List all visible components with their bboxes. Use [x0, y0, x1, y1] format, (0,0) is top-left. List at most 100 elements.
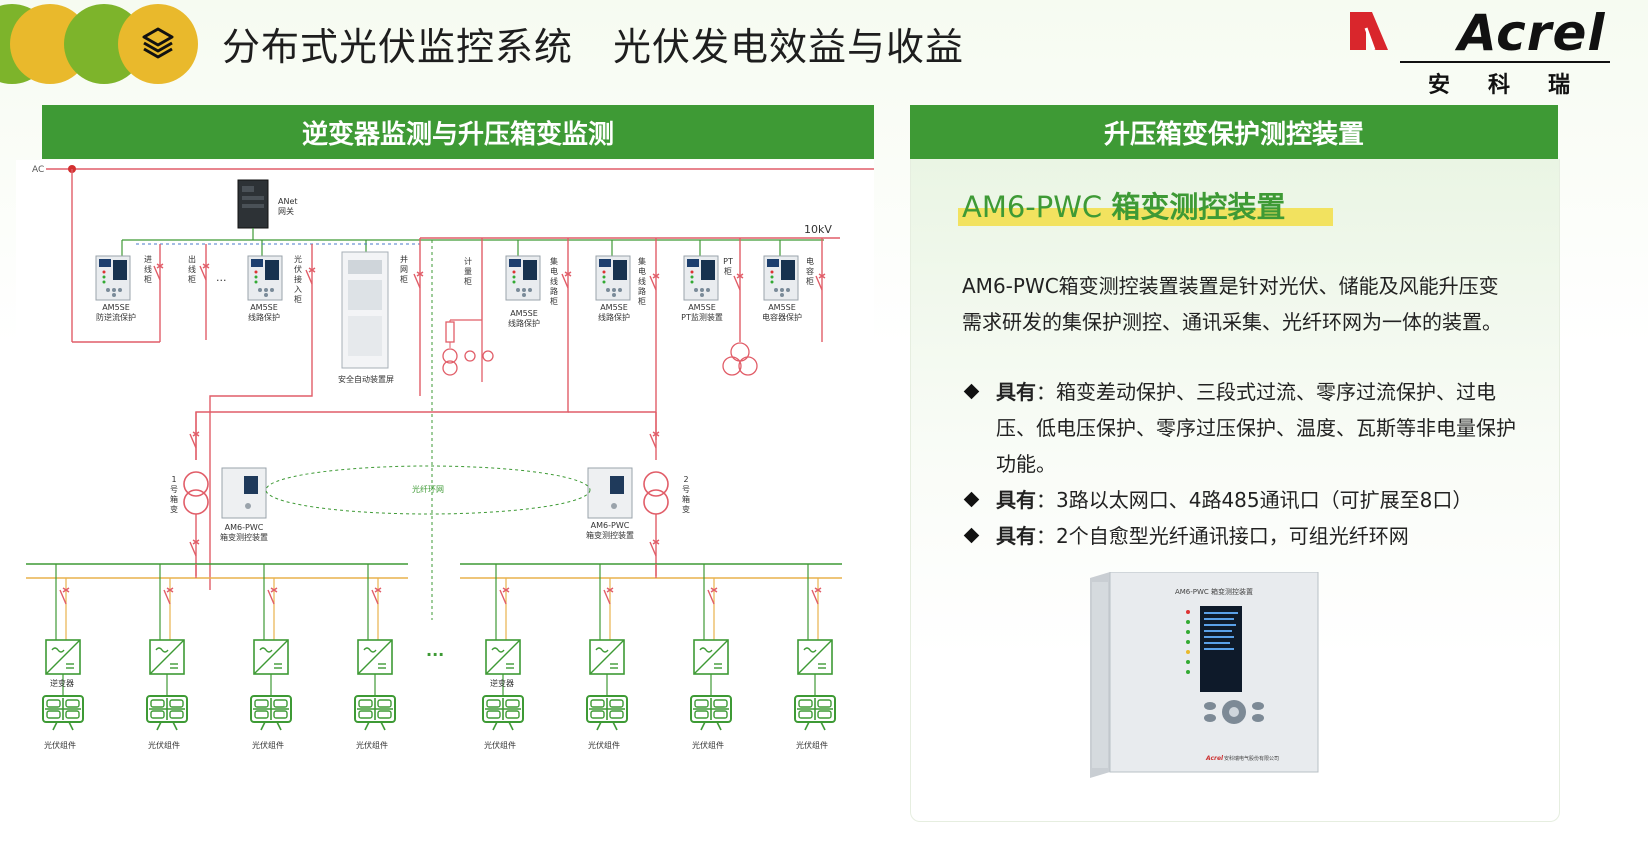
svg-text:柜: 柜 [806, 276, 814, 286]
svg-text:箱: 箱 [682, 494, 690, 504]
svg-text:柜: 柜 [638, 296, 646, 306]
product-code: AM6-PWC [962, 190, 1103, 224]
svg-text:电: 电 [806, 256, 814, 266]
svg-text:AM5SE: AM5SE [250, 303, 278, 312]
svg-text:柜: 柜 [400, 274, 408, 284]
svg-text:柜: 柜 [188, 274, 196, 284]
svg-text:容: 容 [806, 266, 814, 276]
svg-text:线: 线 [638, 276, 646, 286]
am6-device-1 [221, 467, 267, 519]
device-company: 安科瑞电气股份有限公司 [1224, 755, 1279, 762]
svg-text:柜: 柜 [724, 266, 732, 276]
title-part2: 光伏发电效益与收益 [613, 25, 965, 69]
svg-text:变: 变 [682, 504, 690, 514]
svg-text:柜: 柜 [550, 296, 558, 306]
logo-chinese: 安科瑞 [1428, 73, 1609, 98]
product-name: 箱变测控装置 [1111, 190, 1286, 224]
diamond-bullet-icon [963, 383, 980, 400]
svg-text:电: 电 [550, 266, 558, 276]
svg-text:箱: 箱 [170, 494, 178, 504]
svg-text:进: 进 [144, 255, 152, 264]
svg-text:号: 号 [682, 485, 690, 494]
gateway-device [237, 179, 269, 229]
logo-mark-icon [1350, 12, 1388, 51]
svg-text:集: 集 [638, 256, 646, 266]
svg-text:电容器保护: 电容器保护 [762, 312, 802, 322]
svg-text:PT监测装置: PT监测装置 [681, 312, 723, 322]
gateway-label: ANet [278, 197, 298, 206]
branch-ellipsis: ··· [426, 645, 444, 664]
am6-pwc-device-image: AM6-PWC 箱变测控装置 Acrel 安科瑞电气股份有限公司 [1088, 571, 1324, 782]
svg-text:网关: 网关 [278, 206, 294, 216]
svg-text:入: 入 [294, 285, 302, 294]
auto-safety-cabinet [341, 251, 389, 369]
title-part1: 分布式光伏监控系统 [222, 25, 574, 69]
bus-label: 10kV [804, 223, 832, 236]
svg-text:路: 路 [638, 286, 646, 296]
device-brand: Acrel [1205, 755, 1224, 762]
svg-text:箱变测控装置: 箱变测控装置 [586, 530, 634, 540]
svg-text:1: 1 [171, 475, 176, 484]
page-title: 分布式光伏监控系统光伏发电效益与收益 [222, 16, 1004, 71]
feature-item: 具有：2个自愈型光纤通讯接口，可组光纤环网 [962, 518, 1522, 554]
svg-text:网: 网 [400, 265, 408, 274]
svg-text:线: 线 [188, 264, 196, 274]
logo-brand: Acrel [1458, 4, 1606, 62]
relay-4 [595, 255, 631, 301]
feature-list: 具有：箱变差动保护、三段式过流、零序过流保护、过电压、低电压保护、零序过压保护、… [962, 374, 1522, 554]
feature-item: 具有：箱变差动保护、三段式过流、零序过流保护、过电压、低电压保护、零序过压保护、… [962, 374, 1522, 482]
svg-text:AM5SE: AM5SE [600, 303, 628, 312]
svg-text:光伏组件: 光伏组件 [484, 740, 516, 750]
svg-text:光伏组件: 光伏组件 [252, 740, 284, 750]
svg-text:变: 变 [170, 504, 178, 514]
layers-icon [142, 27, 174, 59]
left-panel-header: 逆变器监测与升压箱变监测 [42, 105, 874, 159]
svg-text:量: 量 [464, 267, 472, 276]
svg-text:线: 线 [144, 264, 152, 274]
svg-text:路: 路 [550, 286, 558, 296]
svg-text:AM5SE: AM5SE [102, 303, 130, 312]
product-title: AM6-PWC 箱变测控装置 [962, 184, 1285, 226]
svg-text:2: 2 [683, 475, 688, 484]
svg-text:伏: 伏 [294, 264, 302, 274]
svg-text:AM6-PWC: AM6-PWC [591, 521, 630, 530]
fiber-ring-label: 光纤环网 [412, 484, 444, 494]
product-title-highlight [958, 208, 1333, 226]
ac-label: AC [32, 165, 44, 175]
svg-text:光伏组件: 光伏组件 [44, 740, 76, 750]
relay-2 [247, 255, 283, 301]
svg-text:并: 并 [400, 254, 408, 264]
relay-5 [683, 255, 719, 301]
relay-6 [763, 255, 799, 301]
svg-text:号: 号 [170, 485, 178, 494]
svg-text:AM5SE: AM5SE [768, 303, 796, 312]
svg-text:光伏组件: 光伏组件 [692, 740, 724, 750]
svg-text:箱变测控装置: 箱变测控装置 [220, 532, 268, 542]
svg-text:AM5SE: AM5SE [510, 309, 538, 318]
svg-text:电: 电 [638, 266, 646, 276]
svg-text:接: 接 [294, 274, 302, 284]
svg-text:线路保护: 线路保护 [598, 312, 630, 322]
svg-text:防逆流保护: 防逆流保护 [96, 312, 136, 322]
svg-text:AM6-PWC: AM6-PWC [225, 523, 264, 532]
svg-text:光: 光 [294, 254, 302, 264]
svg-text:计: 计 [464, 256, 472, 266]
svg-text:逆变器: 逆变器 [490, 678, 514, 688]
svg-text:光伏组件: 光伏组件 [796, 740, 828, 750]
inverter-branches-right [482, 564, 836, 731]
svg-text:线: 线 [550, 276, 558, 286]
relay-1 [95, 255, 131, 301]
device-front-title: AM6-PWC 箱变测控装置 [1175, 587, 1253, 596]
svg-text:AM5SE: AM5SE [688, 303, 716, 312]
svg-text:光伏组件: 光伏组件 [356, 740, 388, 750]
svg-text:出: 出 [188, 254, 196, 264]
header-decoration [0, 0, 210, 90]
diamond-bullet-icon [963, 491, 980, 508]
svg-text:柜: 柜 [294, 294, 302, 304]
svg-text:逆变器: 逆变器 [50, 678, 74, 688]
svg-text:线路保护: 线路保护 [248, 312, 280, 322]
product-description: AM6-PWC箱变测控装置装置是针对光伏、储能及风能升压变需求研发的集保护测控、… [962, 274, 1502, 334]
svg-text:线路保护: 线路保护 [508, 318, 540, 328]
svg-text:光伏组件: 光伏组件 [588, 740, 620, 750]
svg-text:柜: 柜 [464, 276, 472, 286]
